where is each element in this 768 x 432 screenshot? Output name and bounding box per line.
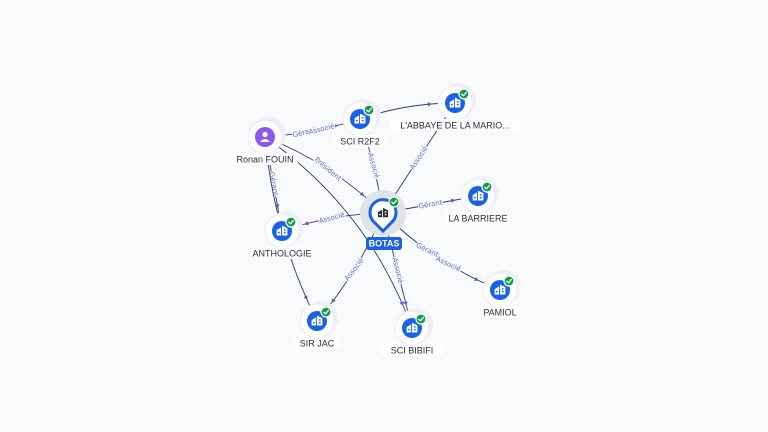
node-label-bg <box>334 135 386 147</box>
building-icon <box>406 322 418 333</box>
node-label-bg <box>231 153 299 165</box>
verified-check-icon <box>285 216 297 228</box>
node-label: SCI BIBIFI <box>391 346 434 356</box>
building-icon <box>377 207 389 218</box>
node-barriere[interactable]: LA BARRIERE <box>444 176 512 224</box>
node-abbaye[interactable]: L'ABBAYE DE LA MARIO... <box>390 83 520 131</box>
node-label: SCI R2F2 <box>340 137 380 147</box>
verified-check-icon <box>415 313 427 325</box>
edge-arrow <box>451 198 456 203</box>
edge-label: Associé <box>308 122 336 136</box>
node-label: ANTHOLOGIE <box>252 249 311 259</box>
edge-label: Gérant <box>418 198 443 210</box>
person-icon <box>260 131 270 142</box>
building-icon <box>494 284 506 295</box>
edge-label: Associé <box>318 211 346 226</box>
node-pamiol[interactable]: PAMIOL <box>480 270 521 318</box>
node-label-bg <box>444 212 512 224</box>
node-label: LA BARRIERE <box>448 214 507 224</box>
node-botas-center[interactable]: BOTAS <box>360 190 406 250</box>
verified-check-icon <box>388 196 400 208</box>
verified-check-icon <box>458 88 470 100</box>
edge-label: Associé <box>408 145 429 172</box>
edge-label: Associé <box>343 257 365 283</box>
node-label-bg <box>294 337 340 349</box>
edge-arrow <box>427 102 432 107</box>
node-label-bg <box>390 119 520 131</box>
building-icon <box>449 97 461 108</box>
node-label: Ronan FOUIN <box>236 155 293 165</box>
edge-arrow <box>303 295 308 300</box>
node-ronan[interactable]: Ronan FOUIN <box>231 117 299 165</box>
center-label-bg <box>366 237 402 250</box>
node-label-bg <box>251 247 313 259</box>
edge-label: Associé <box>435 255 462 274</box>
edge-label: Associé <box>390 257 404 285</box>
node-label-bg <box>381 344 443 356</box>
verified-check-icon <box>481 181 493 193</box>
node-label: L'ABBAYE DE LA MARIO... <box>400 121 510 131</box>
center-label: BOTAS <box>369 239 400 249</box>
edge-arrow <box>331 298 336 303</box>
edge-arrow <box>304 221 309 226</box>
edge-label: Président <box>313 156 343 183</box>
edge-label: Associé <box>366 152 381 180</box>
verified-check-icon <box>363 104 375 116</box>
node-anthologie[interactable]: ANTHOLOGIE <box>251 211 313 259</box>
edge-arrow <box>403 301 408 306</box>
nodes-layer: SCI R2F2 L'ABBAYE DE LA MARIO... Ronan FOU… <box>231 83 521 356</box>
node-label: PAMIOL <box>483 308 516 318</box>
edge-arrow <box>399 301 404 306</box>
node-sci-bibifi[interactable]: SCI BIBIFI <box>381 308 443 356</box>
node-sir-jac[interactable]: SIR JAC <box>294 301 340 349</box>
edge-arrow <box>474 276 479 281</box>
node-sci-r2f2[interactable]: SCI R2F2 <box>334 99 386 147</box>
verified-check-icon <box>503 275 515 287</box>
building-icon <box>472 190 484 201</box>
building-icon <box>276 225 288 236</box>
verified-check-icon <box>320 306 332 318</box>
building-icon <box>354 113 366 124</box>
edge-arrow <box>359 191 365 197</box>
node-label-bg <box>480 306 520 318</box>
node-label: SIR JAC <box>300 339 335 349</box>
building-icon <box>311 315 323 326</box>
edge-arrow <box>333 124 338 129</box>
